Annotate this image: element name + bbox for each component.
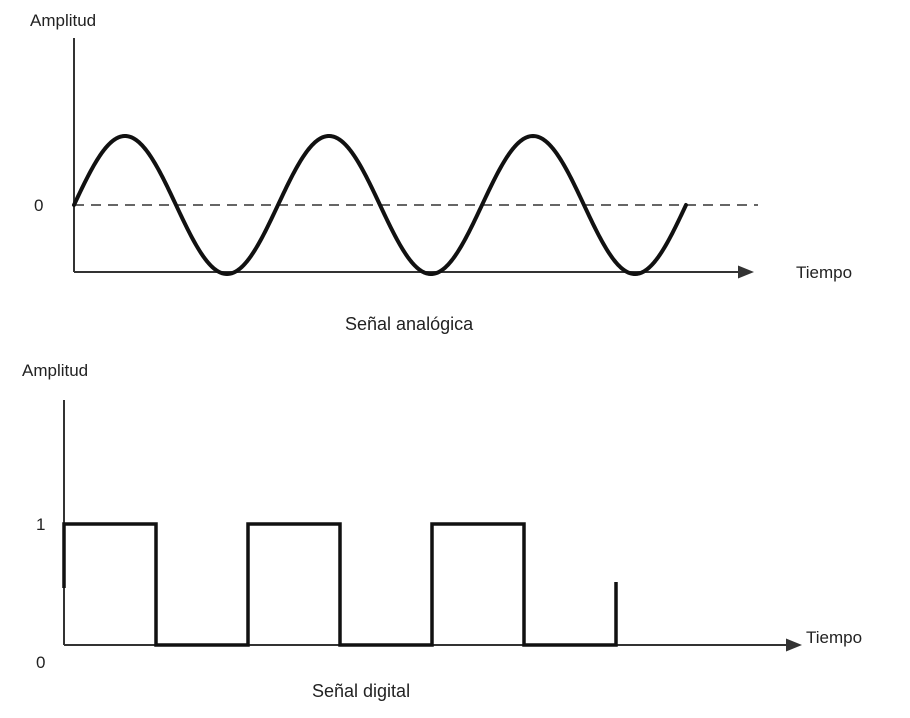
analog-y-axis-label: Amplitud xyxy=(30,11,96,30)
analog-x-axis-label: Tiempo xyxy=(796,263,852,282)
analog-x-axis-arrowhead xyxy=(738,265,754,279)
digital-y-axis-label: Amplitud xyxy=(22,361,88,380)
analog-signal-panel: Amplitud 0 Tiempo Señal analógica xyxy=(30,11,852,334)
analog-zero-tick-label: 0 xyxy=(34,196,43,215)
digital-square-wave xyxy=(62,522,618,647)
digital-signal-panel: Amplitud 1 0 Tiempo Señal digital xyxy=(22,361,862,701)
digital-zero-tick-label: 0 xyxy=(36,653,45,672)
digital-one-tick-label: 1 xyxy=(36,515,45,534)
digital-x-axis-label: Tiempo xyxy=(806,628,862,647)
digital-caption: Señal digital xyxy=(312,681,410,701)
analog-sine-wave xyxy=(72,134,688,276)
analog-caption: Señal analógica xyxy=(345,314,474,334)
digital-x-axis-arrowhead xyxy=(786,638,802,652)
